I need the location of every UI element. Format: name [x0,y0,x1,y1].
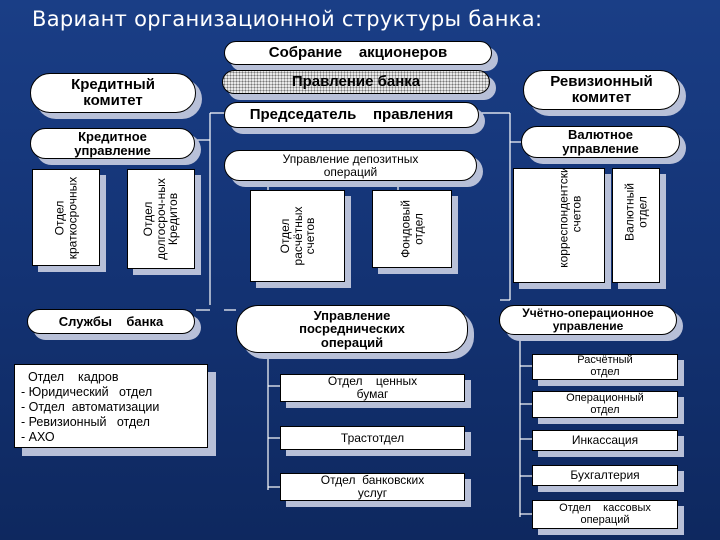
correspondent-accounts-dept-box: корреспондентских счетов [513,168,605,283]
shareholders-meeting-box: Собрание акционеров [224,41,492,65]
intermediary-management-box: Управление посреднических операций [236,305,468,353]
deposit-management-box: Управление депозитных операций [224,150,477,181]
trust-dept-box: Трастотдел [280,426,465,450]
bookkeeping-box: Бухгалтерия [532,465,678,486]
board-box: Правление банка [222,70,490,94]
currency-dept-label: Валютный отдел [622,183,649,241]
chairman-box: Председатель правления [224,102,479,128]
operations-dept-box: Операционный отдел [532,391,678,418]
credit-committee-box: Кредитный комитет [30,73,196,113]
long-term-credit-dept-label: Отдел долгосроч-ных Кредитов [141,178,181,260]
currency-dept-box: Валютный отдел [612,168,660,283]
long-term-credit-dept-box: Отдел долгосроч-ных Кредитов [127,169,195,269]
stock-dept-label: Фондовый отдел [398,200,425,258]
banking-services-dept-box: Отдел банковских услуг [280,473,465,501]
stock-dept-box: Фондовый отдел [372,190,452,268]
cash-operations-dept-box: Отдел кассовых операций [532,500,678,529]
accounting-management-box: Учётно-операционное управление [499,305,677,335]
collection-box: Инкассация [532,430,678,451]
settlement-accounts-dept-label: Отдел расчётных счетов [277,206,317,266]
cash-settlement-dept-box: Расчётный отдел [532,354,678,380]
short-term-credit-dept-label: Отдел краткосрочных [52,176,79,259]
slide-title: Вариант организационной структуры банка: [32,7,543,31]
securities-dept-box: Отдел ценных бумаг [280,374,465,402]
bank-services-box: Службы банка [27,309,195,334]
settlement-accounts-dept-box: Отдел расчётных счетов [250,190,345,282]
currency-management-box: Валютное управление [521,126,680,158]
credit-management-box: Кредитное управление [30,128,195,159]
audit-committee-box: Ревизионный комитет [523,70,680,110]
services-list-box: Отдел кадров - Юридический отдел - Отдел… [14,364,208,448]
correspondent-accounts-dept-label: корреспондентских счетов [556,168,583,268]
short-term-credit-dept-box: Отдел краткосрочных [32,169,100,266]
